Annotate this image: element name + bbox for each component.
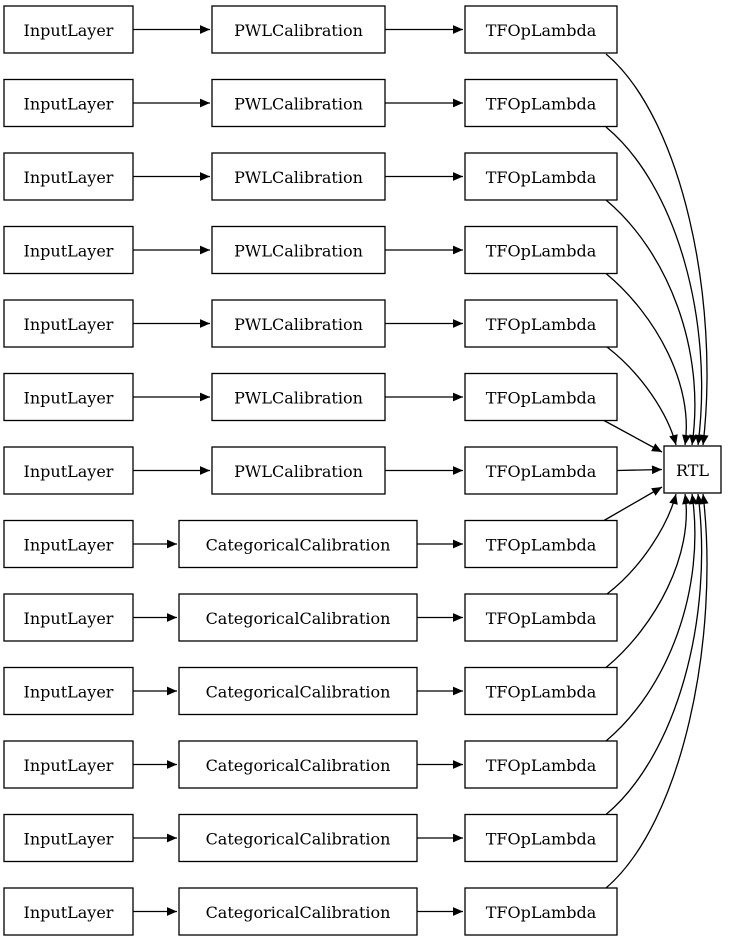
- node-tf-op-lambda: [464, 666, 618, 716]
- node-input-layer: [3, 519, 134, 569]
- node-input-layer: [3, 887, 134, 936]
- node-label: CategoricalCalibration: [206, 830, 391, 849]
- node-label: TFOpLambda: [486, 389, 597, 408]
- node-tf-op-lambda: [464, 5, 618, 54]
- node-input-layer: [3, 225, 134, 275]
- node-label: InputLayer: [24, 242, 114, 261]
- node-pwl-calibration: [211, 5, 386, 54]
- node-tf-op-lambda: [464, 372, 618, 422]
- node-label: PWLCalibration: [234, 21, 363, 40]
- node-label: InputLayer: [24, 830, 114, 849]
- edge-lambda-to-rtl: [605, 493, 698, 742]
- node-label: TFOpLambda: [486, 903, 597, 922]
- node-label: InputLayer: [24, 168, 114, 187]
- node-categorical-calibration: [178, 519, 418, 569]
- node-label: PWLCalibration: [234, 168, 363, 187]
- node-label: PWLCalibration: [234, 95, 363, 114]
- node-label: CategoricalCalibration: [206, 756, 391, 775]
- node-categorical-calibration: [178, 887, 418, 936]
- node-input-layer: [3, 5, 134, 54]
- node-pwl-calibration: [211, 152, 386, 201]
- node-input-layer: [3, 740, 134, 789]
- node-input-layer: [3, 372, 134, 422]
- node-label: TFOpLambda: [486, 315, 597, 334]
- diagram-row: InputLayer CategoricalCalibration TFOpLamb…: [3, 486, 663, 569]
- node-label: InputLayer: [24, 389, 114, 408]
- node-label: TFOpLambda: [486, 462, 597, 481]
- edge-lambda-to-rtl: [605, 126, 704, 446]
- node-pwl-calibration: [211, 372, 386, 422]
- node-tf-op-lambda: [464, 593, 618, 642]
- node-tf-op-lambda: [464, 225, 618, 275]
- node-label: TFOpLambda: [486, 536, 597, 555]
- node-tf-op-lambda: [464, 78, 618, 128]
- node-label: InputLayer: [24, 315, 114, 334]
- node-label: InputLayer: [24, 683, 114, 702]
- node-label: TFOpLambda: [486, 683, 597, 702]
- edge-lambda-to-rtl: [605, 53, 709, 446]
- node-label: CategoricalCalibration: [206, 683, 391, 702]
- edge-lambda-to-rtl: [605, 493, 709, 889]
- node-tf-op-lambda: [464, 446, 618, 495]
- node-tf-op-lambda: [464, 519, 618, 569]
- edge-lambda-to-rtl: [605, 493, 691, 668]
- edge-lambda-to-rtl: [616, 465, 663, 475]
- edge-lambda-to-rtl: [603, 419, 663, 453]
- edge-lambda-to-rtl: [603, 486, 663, 522]
- node-rtl: [663, 445, 722, 494]
- node-label: CategoricalCalibration: [206, 536, 391, 555]
- node-label: RTL: [676, 461, 709, 480]
- node-label: TFOpLambda: [486, 95, 597, 114]
- node-input-layer: [3, 666, 134, 716]
- node-label: InputLayer: [24, 756, 114, 775]
- node-categorical-calibration: [178, 740, 418, 789]
- node-label: InputLayer: [24, 21, 114, 40]
- node-label: TFOpLambda: [486, 168, 597, 187]
- node-label: CategoricalCalibration: [206, 609, 391, 628]
- node-label: PWLCalibration: [234, 389, 363, 408]
- node-tf-op-lambda: [464, 887, 618, 936]
- edge-lambda-to-rtl: [605, 273, 691, 446]
- node-input-layer: [3, 152, 134, 201]
- node-tf-op-lambda: [464, 740, 618, 789]
- node-label: TFOpLambda: [486, 242, 597, 261]
- node-label: TFOpLambda: [486, 830, 597, 849]
- node-label: InputLayer: [24, 462, 114, 481]
- edge-lambda-to-rtl: [605, 493, 704, 815]
- edge-lambda-to-rtl: [606, 493, 678, 595]
- node-label: CategoricalCalibration: [206, 903, 391, 922]
- node-label: InputLayer: [24, 536, 114, 555]
- node-label: PWLCalibration: [234, 462, 363, 481]
- node-tf-op-lambda: [464, 152, 618, 201]
- node-tf-op-lambda: [464, 299, 618, 348]
- node-categorical-calibration: [178, 813, 418, 863]
- diagram-row: InputLayer PWLCalibration TFOpLambda: [3, 372, 663, 453]
- node-tf-op-lambda: [464, 813, 618, 863]
- node-label: TFOpLambda: [486, 21, 597, 40]
- node-label: TFOpLambda: [486, 756, 597, 775]
- node-pwl-calibration: [211, 446, 386, 495]
- edge-lambda-to-rtl: [606, 346, 678, 446]
- node-label: InputLayer: [24, 903, 114, 922]
- edge-lambda-to-rtl: [605, 199, 698, 446]
- node-label: InputLayer: [24, 95, 114, 114]
- node-label: TFOpLambda: [486, 609, 597, 628]
- node-input-layer: [3, 593, 134, 642]
- node-label: PWLCalibration: [234, 242, 363, 261]
- node-label: InputLayer: [24, 609, 114, 628]
- diagram-row: InputLayer PWLCalibration TFOpLambda: [3, 446, 663, 495]
- node-label: PWLCalibration: [234, 315, 363, 334]
